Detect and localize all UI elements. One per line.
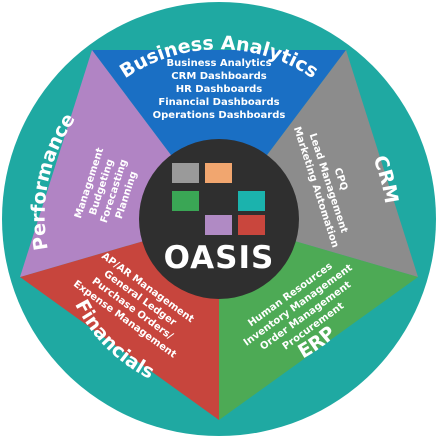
list-item: Operations Dashboards xyxy=(153,110,286,121)
list-item: HR Dashboards xyxy=(176,84,263,95)
list-item: Financial Dashboards xyxy=(158,97,279,108)
oasis-logo-icon xyxy=(172,163,265,235)
list-item: Business Analytics xyxy=(166,58,271,69)
list-item: CRM Dashboards xyxy=(171,71,266,82)
logo-tile-gray xyxy=(172,163,199,183)
logo-tile-teal xyxy=(238,191,265,211)
logo-tile-red xyxy=(238,215,265,235)
business-analytics-list: Business Analytics CRM Dashboards HR Das… xyxy=(153,58,286,121)
segment-business-analytics xyxy=(92,50,346,219)
brand-name: OASIS xyxy=(164,240,275,276)
logo-tile-orange xyxy=(205,163,232,183)
logo-tile-green xyxy=(172,191,199,211)
logo-tile-purple xyxy=(205,215,232,235)
